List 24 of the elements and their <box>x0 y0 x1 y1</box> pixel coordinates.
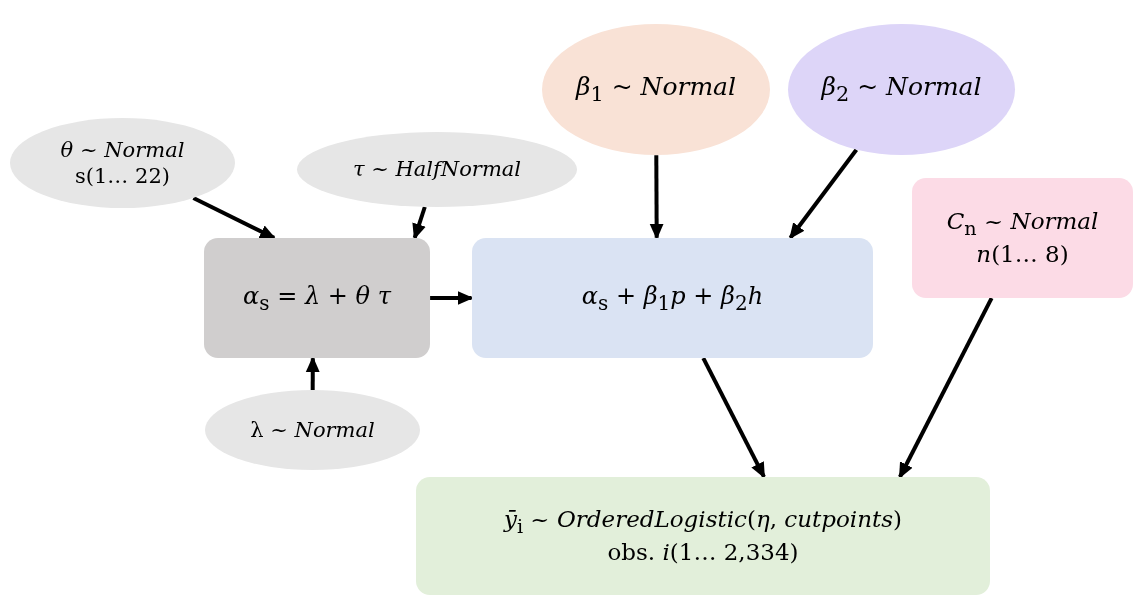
formula-text: β$_{1}$ ~ Normal <box>575 71 736 108</box>
arrow <box>898 297 994 479</box>
arrow <box>788 148 858 240</box>
formula-text: ȳ$_{i}$ ~ OrderedLogistic(η, cutpoints) <box>503 504 903 539</box>
formula-text: α$_{s}$ = λ + θ τ <box>243 280 391 316</box>
formula-text: τ ~ HalfNormal <box>352 156 522 183</box>
formula-text: λ ~ Normal <box>250 416 375 444</box>
arrow <box>430 291 474 305</box>
arrow <box>412 206 427 240</box>
formula-text: β$_{2}$ ~ Normal <box>821 71 982 108</box>
likelihood-box <box>416 477 990 595</box>
formula-text: α$_{s}$ + β$_{1}$p + β$_{2}$h <box>581 280 764 316</box>
arrow <box>305 356 320 390</box>
index-range-text: s(1… 22) <box>75 163 170 190</box>
index-range-text: obs. i(1… 2,334) <box>607 538 799 568</box>
formula-box <box>204 238 430 358</box>
arrow <box>192 196 276 240</box>
index-range-text: n(1… 8) <box>976 240 1069 270</box>
arrow <box>701 357 766 479</box>
formula-box <box>472 238 873 358</box>
formula-text: θ ~ Normal <box>60 136 185 163</box>
prior-box <box>912 178 1133 298</box>
arrow <box>649 155 664 240</box>
formula-text: C$_{n}$ ~ Normal <box>946 206 1099 241</box>
